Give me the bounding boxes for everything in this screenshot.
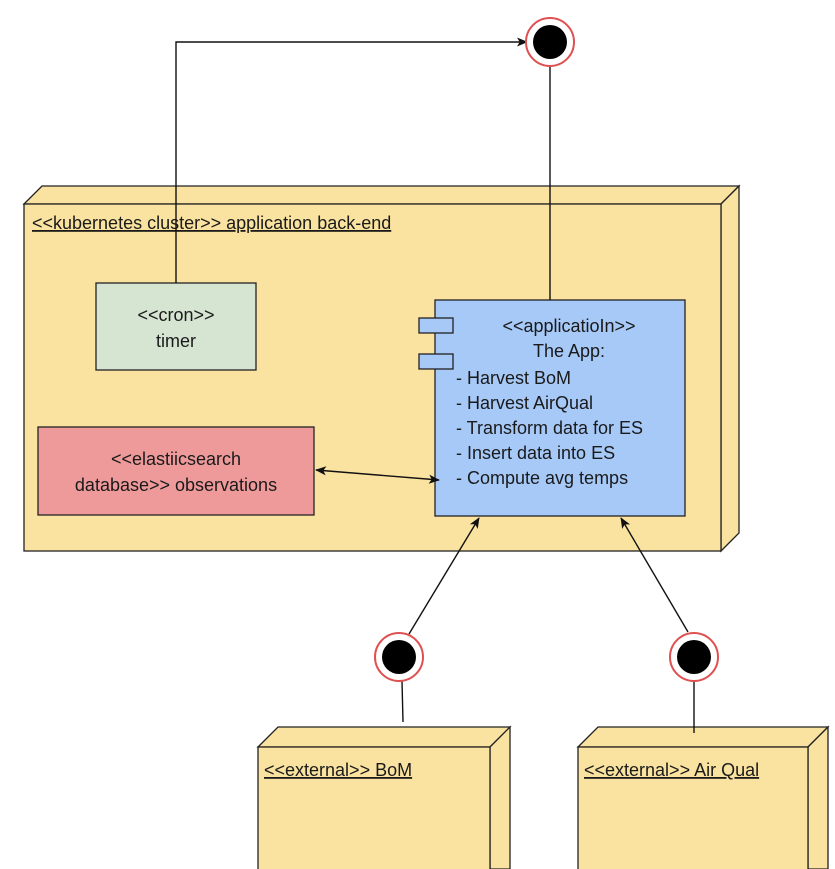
db-label-line2: database>> observations bbox=[75, 475, 277, 495]
component-icon-upper-tab bbox=[418, 317, 454, 334]
bom-to-app-arrow bbox=[408, 517, 480, 635]
component-icon-lower-tab bbox=[418, 353, 454, 370]
external-bom-label: <<external>> BoM bbox=[264, 760, 412, 780]
app-task: - Transform data for ES bbox=[456, 418, 643, 438]
elasticsearch-database-box[interactable]: <<elastiicsearch database>> observations bbox=[37, 426, 315, 516]
external-bom-node[interactable]: <<external>> BoM bbox=[256, 725, 512, 869]
app-task: - Insert data into ES bbox=[456, 443, 615, 463]
cron-stereotype: <<cron>> bbox=[137, 305, 214, 325]
airqual-endpoint-icon[interactable] bbox=[669, 632, 719, 682]
cluster-label: <<kubernetes cluster>> application back-… bbox=[32, 213, 391, 233]
airqual-to-app-arrow bbox=[620, 517, 689, 633]
db-label-line1: <<elastiicsearch bbox=[111, 449, 241, 469]
external-airqual-node[interactable]: <<external>> Air Qual bbox=[576, 725, 830, 869]
app-task: - Compute avg temps bbox=[456, 468, 628, 488]
cron-to-endpoint-arrow bbox=[175, 37, 528, 283]
app-db-bidirectional-arrow bbox=[315, 466, 440, 484]
cron-name: timer bbox=[156, 331, 196, 351]
app-name: The App: bbox=[533, 341, 605, 361]
app-stereotype: <<applicatioIn>> bbox=[502, 316, 635, 336]
app-task: - Harvest BoM bbox=[456, 368, 571, 388]
external-airqual-label: <<external>> Air Qual bbox=[584, 760, 759, 780]
top-endpoint-icon[interactable] bbox=[525, 17, 575, 67]
app-task: - Harvest AirQual bbox=[456, 393, 593, 413]
bom-interface-line bbox=[401, 680, 404, 723]
app-component[interactable]: <<applicatioIn>> The App: - Harvest BoM … bbox=[418, 299, 686, 517]
cron-timer-box[interactable]: <<cron>> timer bbox=[95, 282, 257, 371]
bom-endpoint-icon[interactable] bbox=[374, 632, 424, 682]
